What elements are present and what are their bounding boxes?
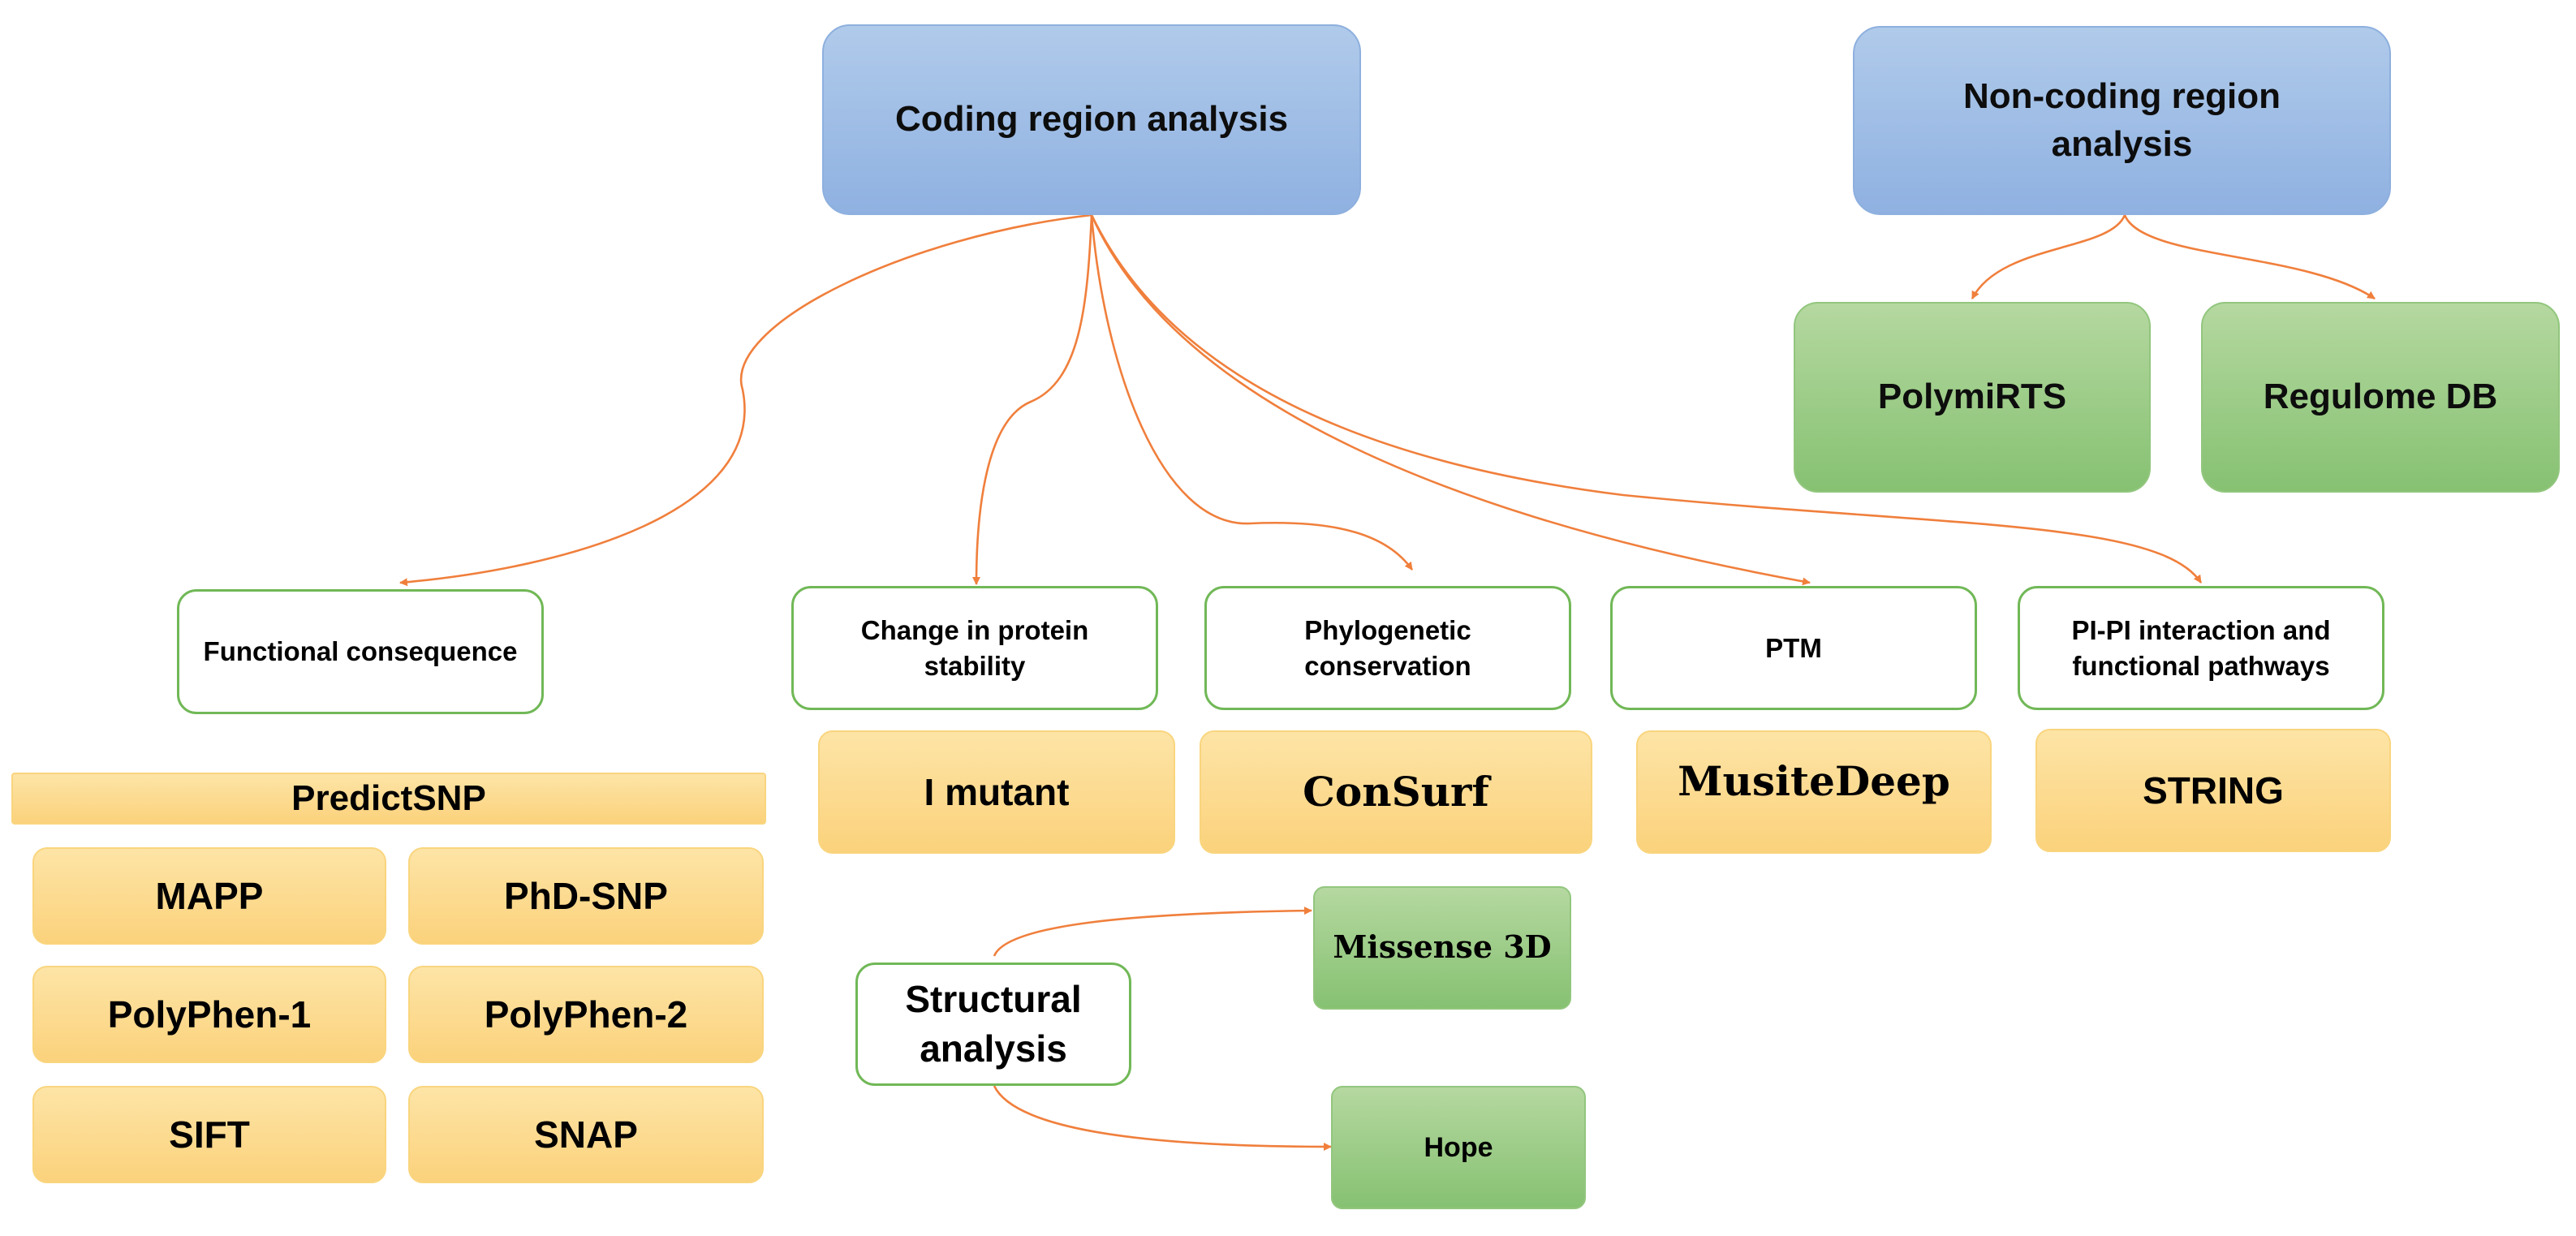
tool-label: MusiteDeep (1678, 757, 1950, 805)
category-pi-pi-interaction: PI-PI interaction and functional pathway… (2018, 586, 2384, 710)
arrow-to-phylogenetic-conservation (1090, 214, 1414, 571)
predictsnp-label: PredictSNP (291, 777, 486, 818)
tool-label: PhD-SNP (504, 874, 668, 917)
noncoding-region-analysis-label: Non-coding region analysis (1962, 76, 2281, 164)
predictsnp-tool-sift: SIFT (32, 1086, 386, 1183)
tool-missense-3d: Missense 3D (1313, 886, 1571, 1010)
arrow-to-polymirts (1971, 214, 2126, 299)
arrow-to-protein-stability (972, 214, 1093, 585)
tool-label: MAPP (155, 874, 264, 917)
coding-region-analysis-label: Coding region analysis (894, 99, 1289, 140)
tool-label: Hope (1424, 1131, 1493, 1163)
noncoding-region-analysis-box: Non-coding region analysis (1853, 26, 2391, 215)
category-ptm: PTM (1610, 586, 1977, 710)
structural-analysis-label: Structural analysis (905, 978, 1082, 1070)
predictsnp-tool-phd-snp: PhD-SNP (408, 847, 764, 945)
arrow-to-missense-3d (993, 907, 1312, 957)
category-label: Change in protein stability (860, 614, 1089, 681)
predictsnp-tool-polyphen-1: PolyPhen-1 (32, 966, 386, 1063)
arrow-to-regulome-db (2123, 214, 2376, 300)
tool-label: I mutant (924, 770, 1070, 813)
polymirts-label: PolymiRTS (1877, 377, 2067, 417)
predictsnp-tool-mapp: MAPP (32, 847, 386, 945)
arrow-to-pi-pi-interaction (1090, 214, 2203, 584)
tool-consurf: ConSurf (1200, 730, 1592, 854)
predictsnp-tool-polyphen-2: PolyPhen-2 (408, 966, 764, 1063)
tool-label: PolyPhen-1 (107, 993, 312, 1036)
category-functional-consequence: Functional consequence (177, 589, 544, 714)
predictsnp-tool-snap: SNAP (408, 1086, 764, 1183)
tool-label: ConSurf (1303, 768, 1489, 816)
tool-i-mutant: I mutant (818, 730, 1175, 854)
arrow-to-functional-consequence (399, 213, 1092, 587)
tool-label: SIFT (169, 1113, 250, 1156)
tool-musitedeep: MusiteDeep (1636, 730, 1992, 854)
tool-label: SNAP (534, 1113, 638, 1156)
category-label: Functional consequence (203, 636, 518, 667)
coding-region-analysis-box: Coding region analysis (822, 24, 1361, 215)
arrow-to-hope (993, 1085, 1332, 1151)
category-label: PTM (1765, 632, 1822, 663)
tool-label: PolyPhen-2 (484, 993, 688, 1036)
tool-label: Missense 3D (1333, 928, 1552, 965)
regulome-db-label: Regulome DB (2263, 377, 2498, 417)
regulome-db-box: Regulome DB (2201, 302, 2560, 493)
category-label: Phylogenetic conservation (1304, 614, 1471, 681)
tool-hope: Hope (1331, 1086, 1586, 1209)
category-protein-stability: Change in protein stability (791, 586, 1158, 710)
category-label: PI-PI interaction and functional pathway… (2071, 614, 2331, 681)
tool-string: STRING (2035, 729, 2391, 852)
predictsnp-header: PredictSNP (11, 773, 766, 825)
polymirts-box: PolymiRTS (1794, 302, 2151, 493)
category-phylogenetic-conservation: Phylogenetic conservation (1204, 586, 1571, 710)
tool-label: STRING (2143, 769, 2284, 812)
arrow-to-ptm (1090, 214, 1811, 586)
structural-analysis-box: Structural analysis (855, 963, 1131, 1086)
